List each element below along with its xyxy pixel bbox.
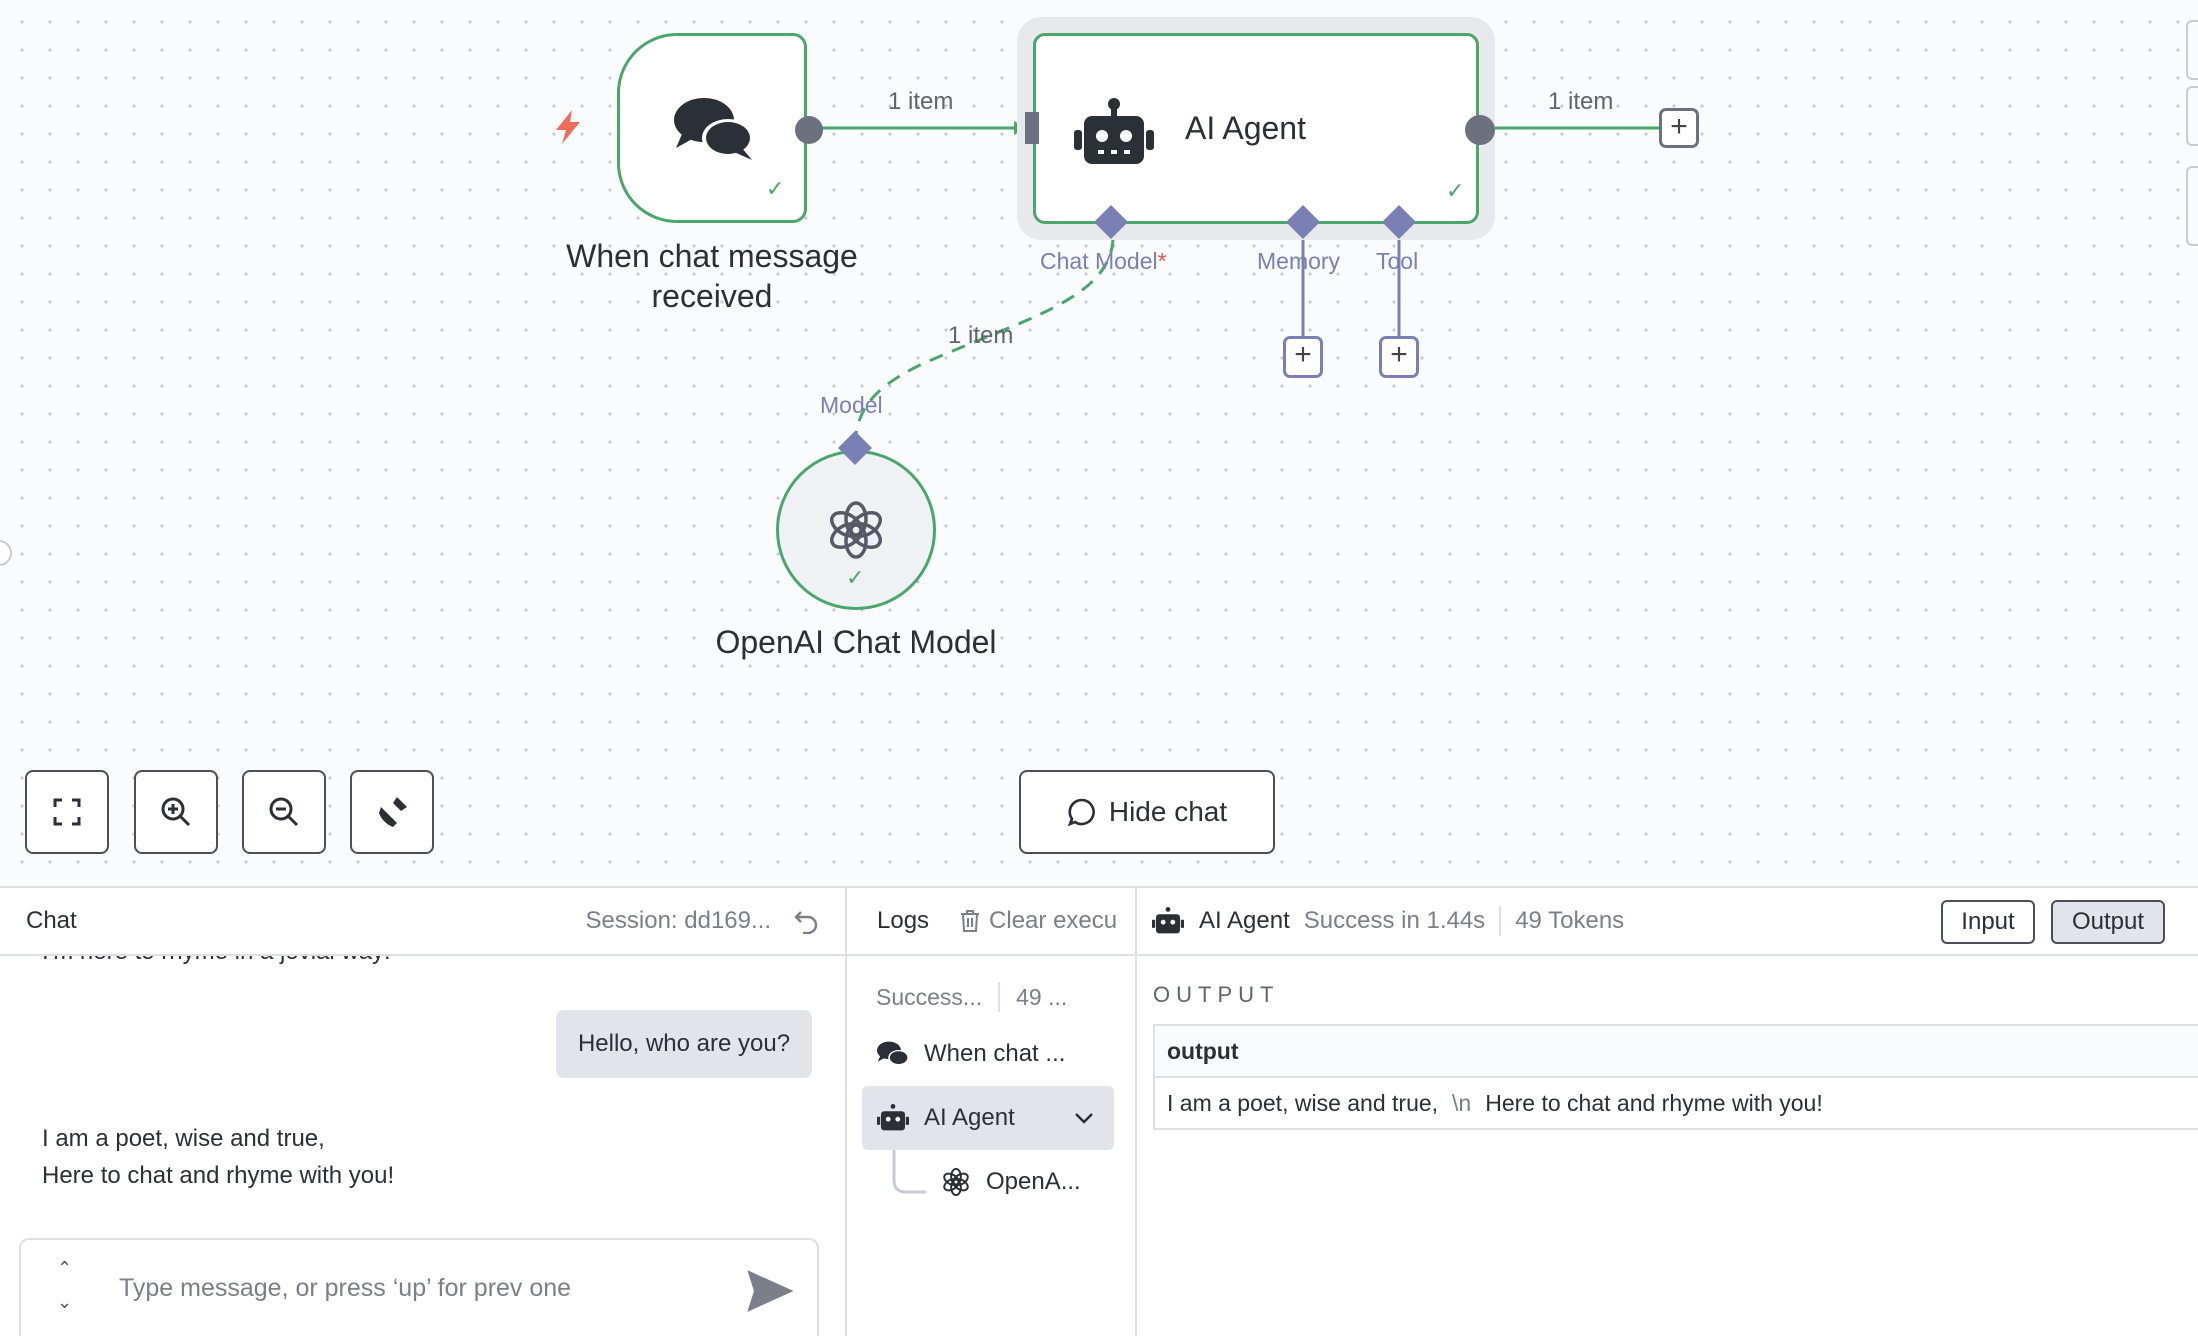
chat-input-box: ⌃ ⌄ Type message, or press ‘up’ for prev… bbox=[19, 1238, 819, 1336]
session-id[interactable]: Session: dd169... bbox=[585, 907, 771, 934]
output-pane-header: AI Agent Success in 1.44s 49 Tokens bbox=[1137, 888, 2198, 956]
zoom-out-button[interactable] bbox=[242, 770, 326, 854]
add-tool-button[interactable]: + bbox=[1379, 336, 1419, 378]
input-tab-button[interactable]: Input bbox=[1941, 900, 2035, 944]
user-message: Hello, who are you? bbox=[556, 1010, 812, 1078]
add-node-button[interactable]: + bbox=[1659, 108, 1699, 148]
robot-icon bbox=[877, 1104, 909, 1131]
robot-icon bbox=[1074, 98, 1154, 164]
chat-message-partial: I'm here to rhyme in a jovial way! bbox=[42, 956, 391, 966]
zoom-in-icon bbox=[161, 797, 191, 827]
logs-summary: Success... 49 ... bbox=[876, 982, 1067, 1012]
edge-model-agent bbox=[853, 238, 1115, 449]
log-item-ai-agent[interactable]: AI Agent bbox=[862, 1086, 1114, 1150]
zoom-out-icon bbox=[269, 797, 299, 827]
output-value: I am a poet, wise and true, bbox=[1167, 1090, 1439, 1116]
trash-icon bbox=[961, 910, 980, 932]
chat-bubbles-icon bbox=[877, 1041, 909, 1066]
workflow-canvas[interactable]: ✓ When chat message received 1 item bbox=[0, 0, 2198, 886]
chat-messages[interactable]: I'm here to rhyme in a jovial way! Hello… bbox=[0, 956, 845, 1336]
side-tab[interactable] bbox=[2186, 86, 2198, 146]
add-memory-button[interactable]: + bbox=[1283, 336, 1323, 378]
log-item-label: When chat ... bbox=[924, 1040, 1066, 1067]
send-icon[interactable] bbox=[747, 1270, 793, 1312]
success-check-icon: ✓ bbox=[846, 565, 865, 590]
history-up-icon[interactable]: ⌃ bbox=[57, 1258, 73, 1278]
fit-view-button[interactable] bbox=[25, 770, 109, 854]
output-section-title: OUTPUT bbox=[1153, 982, 1280, 1007]
logs-title: Logs bbox=[877, 907, 930, 934]
openai-icon bbox=[943, 1167, 969, 1197]
reset-session-icon[interactable] bbox=[793, 908, 819, 934]
chat-input[interactable]: Type message, or press ‘up’ for prev one bbox=[119, 1274, 572, 1302]
hide-chat-label: Hide chat bbox=[1108, 796, 1228, 827]
log-item-trigger[interactable]: When chat ... bbox=[862, 1022, 1114, 1086]
divider bbox=[845, 888, 847, 1336]
success-check-icon: ✓ bbox=[1446, 178, 1465, 203]
openai-node-label: OpenAI Chat Model bbox=[715, 624, 997, 660]
divider bbox=[1135, 888, 1137, 1336]
output-node-name: AI Agent bbox=[1199, 907, 1290, 934]
execution-status: Success in 1.44s bbox=[1303, 907, 1486, 934]
node-ai-agent-wrapper[interactable]: AI Agent ✓ bbox=[1017, 17, 1495, 240]
connections-layer bbox=[807, 121, 1660, 449]
input-handle[interactable] bbox=[1025, 112, 1039, 144]
table-row[interactable]: I am a poet, wise and true, \n Here to c… bbox=[1155, 1078, 2198, 1129]
port-label-tool: Tool bbox=[1376, 248, 1419, 274]
message-circle-icon bbox=[1067, 798, 1095, 827]
success-check-icon: ✓ bbox=[766, 176, 785, 201]
output-table: output I am a poet, wise and true, \n He… bbox=[1153, 1024, 2198, 1130]
summary-status: Success... bbox=[876, 983, 983, 1010]
chat-pane-header: Chat Session: dd169... bbox=[0, 888, 845, 956]
logs-pane-header: Logs Clear execu bbox=[847, 888, 1135, 956]
log-item-label: AI Agent bbox=[924, 1104, 1015, 1131]
port-label-memory: Memory bbox=[1257, 248, 1341, 274]
clear-execution-button[interactable]: Clear execu bbox=[959, 907, 1117, 935]
bot-message: I am a poet, wise and true, Here to chat… bbox=[42, 1125, 395, 1189]
output-handle[interactable] bbox=[1465, 115, 1495, 145]
agent-node-title: AI Agent bbox=[1185, 110, 1306, 146]
tidy-up-button[interactable] bbox=[350, 770, 434, 854]
chat-bubbles-icon bbox=[674, 98, 754, 160]
chevron-down-icon[interactable] bbox=[1074, 1111, 1094, 1125]
log-item-openai[interactable]: OpenA... bbox=[926, 1150, 1116, 1214]
output-handle[interactable] bbox=[795, 116, 823, 144]
bottom-panel: Chat Session: dd169... I'm here to rhyme… bbox=[0, 886, 2198, 1336]
summary-tokens: 49 ... bbox=[1016, 983, 1068, 1010]
port-label-model: Model bbox=[820, 392, 883, 418]
history-down-icon[interactable]: ⌄ bbox=[57, 1292, 73, 1312]
side-tab[interactable] bbox=[2186, 20, 2198, 80]
fullscreen-icon bbox=[53, 798, 81, 826]
robot-icon bbox=[1152, 907, 1184, 934]
table-header: output bbox=[1155, 1026, 2198, 1078]
hide-chat-button[interactable]: Hide chat bbox=[1019, 770, 1275, 854]
port-label-chat-model: Chat Model* bbox=[1040, 248, 1167, 274]
broom-icon bbox=[379, 797, 407, 827]
side-tab[interactable] bbox=[2186, 166, 2198, 246]
node-chat-trigger[interactable]: ✓ bbox=[617, 33, 807, 223]
zoom-in-button[interactable] bbox=[134, 770, 218, 854]
edge-label: 1 item bbox=[948, 322, 1014, 349]
node-openai-chat-model[interactable]: ✓ bbox=[776, 450, 936, 610]
output-tab-button[interactable]: Output bbox=[2051, 900, 2165, 944]
bolt-icon bbox=[556, 110, 580, 144]
edge-label: 1 item bbox=[888, 88, 954, 115]
openai-icon bbox=[829, 501, 883, 559]
trigger-node-label: When chat message received bbox=[566, 238, 858, 314]
chat-title: Chat bbox=[26, 907, 77, 934]
newline-marker: \n bbox=[1452, 1090, 1472, 1116]
node-ai-agent[interactable]: AI Agent ✓ bbox=[1033, 33, 1479, 224]
edge-label: 1 item bbox=[1548, 88, 1614, 115]
tree-connector bbox=[892, 1150, 926, 1194]
log-item-label: OpenA... bbox=[986, 1168, 1081, 1195]
output-value: Here to chat and rhyme with you! bbox=[1485, 1090, 1823, 1116]
token-count: 49 Tokens bbox=[1515, 907, 1625, 934]
